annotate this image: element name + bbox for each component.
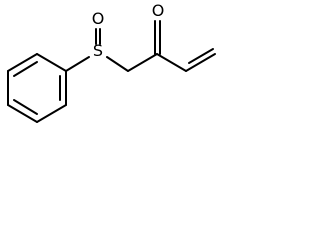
sulfur-label: S xyxy=(93,41,103,60)
ring-bond-4 xyxy=(36,104,67,123)
ring-inner-bond-c xyxy=(13,99,38,115)
ring-inner-bond-a xyxy=(13,61,38,77)
vinyl-double-bond xyxy=(185,48,216,72)
ch2-carbonyl-bond xyxy=(127,53,158,72)
ketone-oxygen-label: O xyxy=(152,1,165,20)
carbonyl-double-bond xyxy=(154,20,161,55)
chemical-structure: S O O xyxy=(7,1,216,123)
ring-bond-1 xyxy=(7,53,38,72)
sulfur-ch2-bond xyxy=(106,56,129,72)
carbonyl-vinyl-bond xyxy=(156,53,187,72)
benzene-ring xyxy=(7,53,67,123)
ring-bond-2 xyxy=(36,53,67,72)
ring-bond-5 xyxy=(7,104,38,123)
sulfur-oxygen-double-bond xyxy=(95,28,101,45)
phenyl-sulfur-bond xyxy=(65,56,90,72)
sulfoxide-oxygen-label: O xyxy=(92,9,105,28)
